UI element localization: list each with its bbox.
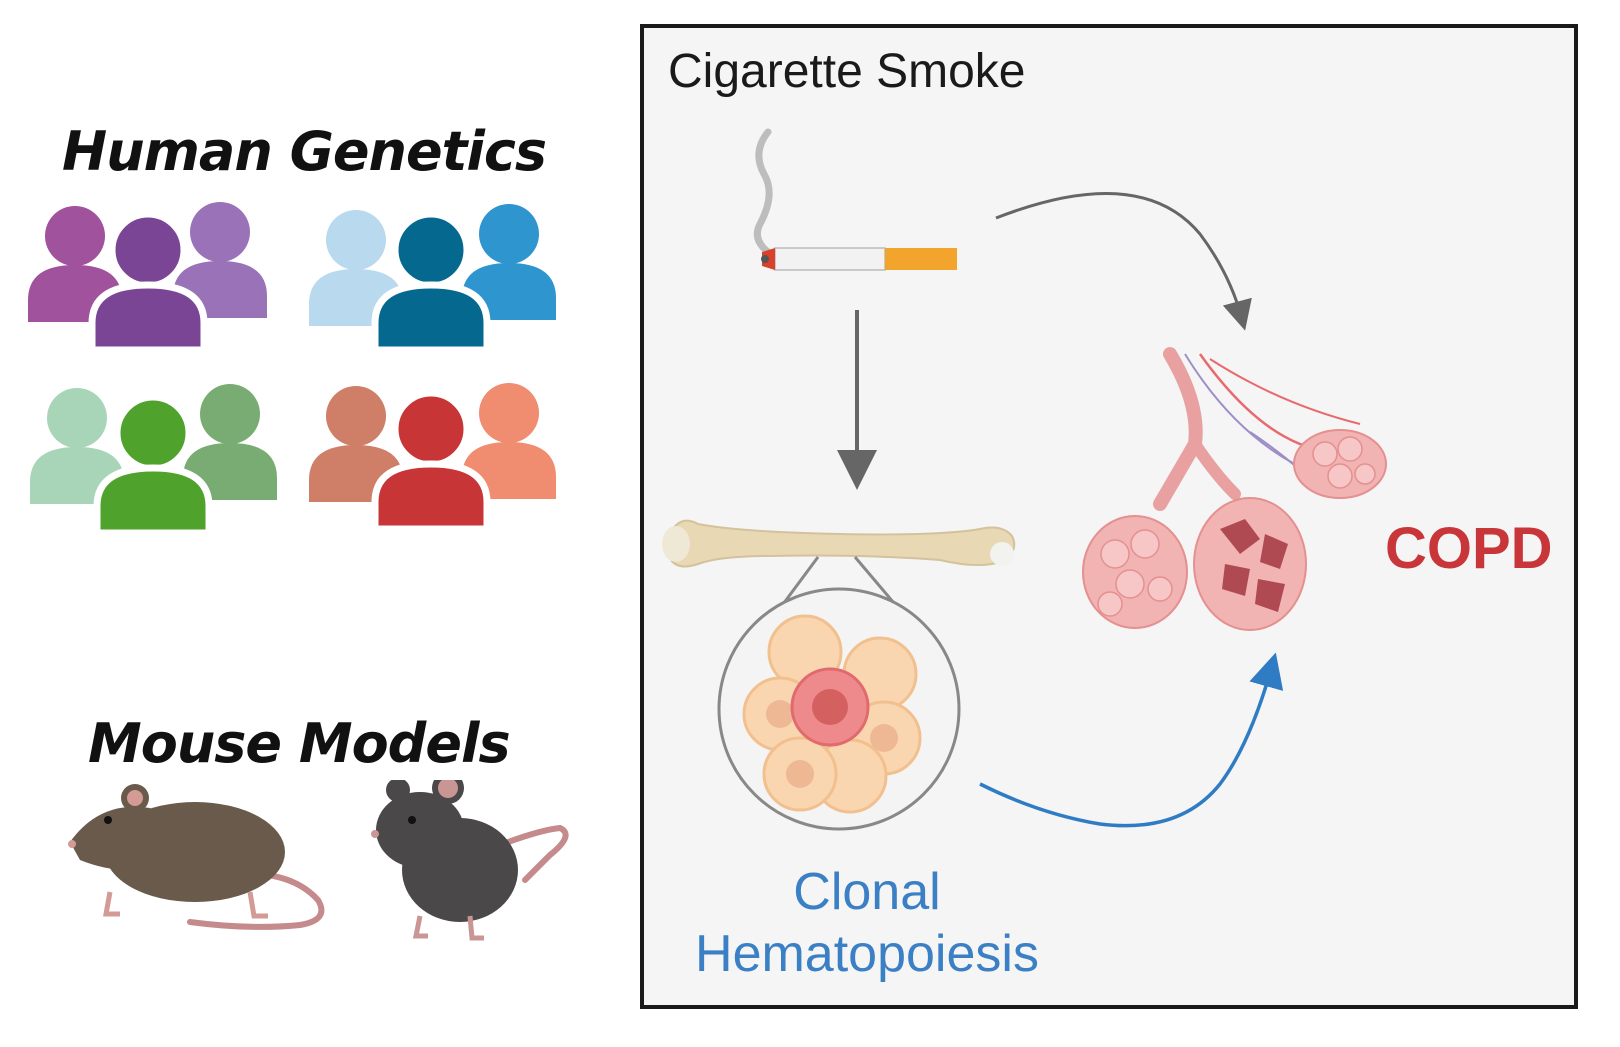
smoke-to-copd-arrow [995,192,1252,331]
lung-alveoli-icon [1082,347,1387,631]
people-group-icon-purple [28,202,267,354]
mouse-icon-brown [68,784,325,930]
mice [68,780,569,941]
people-group-icon-green [30,384,277,537]
mouse-models-title: Mouse Models [88,712,511,775]
mechanism-diagram [662,128,1387,831]
bone-icon [662,519,1016,568]
copd-label: COPD [1385,516,1553,581]
mouse-icon-black [371,780,569,941]
person-icon [93,393,213,537]
clonal-hematopoiesis-label-line2: Hematopoiesis [695,925,1039,983]
cigarette-icon [753,128,957,271]
person-icon [88,210,208,354]
people-group-icon-red [309,383,556,533]
cigarette-smoke-label: Cigarette Smoke [668,45,1026,98]
person-icon [371,389,491,533]
stem-cell-cluster-icon [717,587,961,831]
people-group-icon-blue [309,204,556,354]
human-genetics-title: Human Genetics [62,120,547,183]
people-groups [28,202,556,537]
clonal-hematopoiesis-label-line1: Clonal [793,863,941,921]
person-icon [371,210,491,354]
ch-to-copd-arrow [979,652,1284,828]
mechanism-panel [640,24,1578,1009]
